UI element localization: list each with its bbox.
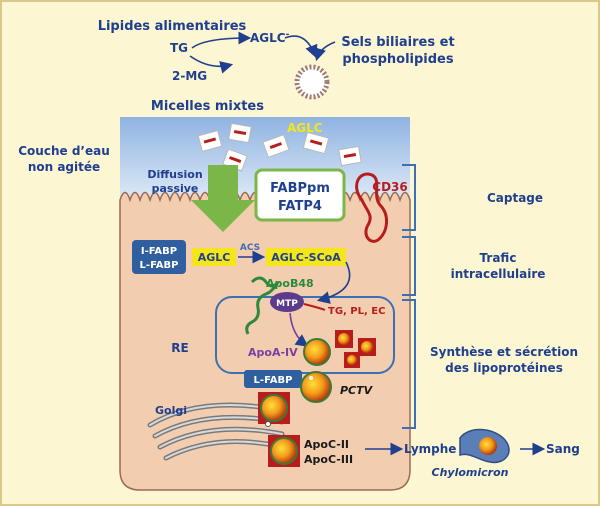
sang-label: Sang (546, 442, 580, 456)
aglc-label: AGLC (198, 251, 231, 264)
diffusion-line2: passive (152, 182, 199, 195)
fabppm-fatp4-box (254, 168, 346, 222)
re-region (215, 296, 395, 374)
aglc-water-label: AGLC (287, 121, 323, 135)
2mg-label: 2-MG (172, 69, 207, 83)
scoa-to-mtp-arrow (316, 261, 351, 304)
fatp4-label: FATP4 (278, 199, 322, 214)
couche-eau-line2: non agitée (28, 160, 100, 174)
aglc-box (192, 248, 236, 266)
golgi-lipoprotein (258, 392, 290, 427)
micelle-icon (294, 64, 330, 100)
apoc3-label: ApoC-III (304, 453, 353, 466)
couche-eau-line1: Couche d’eau (18, 144, 110, 158)
sels-biliaires-line1: Sels biliaires et (341, 35, 454, 50)
lfabp-lower-box (244, 370, 302, 388)
apob48-chain (245, 276, 280, 335)
trafic-line1: Trafic (480, 251, 517, 265)
apoa4-label: ApoA-IV (248, 346, 298, 359)
synthese-line1: Synthèse et sécrétion (430, 345, 578, 359)
fabppm-label: FABPpm (270, 181, 330, 196)
mtp-to-apoa-arrow (289, 312, 309, 347)
apoc2-label: ApoC-II (304, 438, 349, 451)
lymphe-label: Lymphe (404, 442, 456, 456)
lfabp-label: L-FABP (140, 260, 179, 271)
micelles-mixtes-label: Micelles mixtes (151, 99, 264, 114)
golgi-label: Golgi (155, 404, 187, 417)
aglc-scoa-box (266, 248, 346, 266)
mtp-line (303, 303, 326, 311)
tg-label: TG (170, 41, 188, 55)
ifabp-label: I-FABP (141, 246, 177, 257)
captage-label: Captage (487, 191, 543, 205)
lipid-squares (335, 330, 376, 368)
chylomicron-label: Chylomicron (432, 466, 509, 479)
secreted-chylomicron (268, 435, 300, 467)
mtp-label: MTP (276, 299, 298, 309)
re-label: RE (171, 341, 188, 355)
chylomicron-icon (459, 428, 510, 464)
pre-chylomicron-re (303, 338, 331, 366)
cd36-label: CD36 (372, 180, 407, 194)
aglc-minus-label: AGLC- (250, 30, 290, 45)
top-arrows (189, 31, 336, 74)
lipides-alimentaires-label: Lipides alimentaires (98, 19, 247, 34)
ifabp-lfabp-box (132, 240, 186, 274)
bracket-lines (402, 164, 416, 429)
sels-biliaires-line2: phospholipides (342, 52, 454, 67)
pctv-label: PCTV (340, 384, 374, 397)
diffusion-line1: Diffusion (147, 168, 202, 181)
mtp-oval (270, 292, 304, 312)
acs-label: ACS (240, 243, 260, 253)
apob48-label: ApoB48 (266, 277, 314, 290)
cd36-transporter (355, 172, 388, 243)
synthese-line2: des lipoprotéines (445, 361, 563, 375)
pctv-vesicle (300, 371, 332, 403)
lfabp-lower-label: L-FABP (254, 375, 293, 386)
trafic-line2: intracellulaire (451, 267, 546, 281)
tg-pl-ec-label: TG, PL, EC (328, 306, 385, 317)
diffusion-arrow (191, 165, 255, 232)
aglc-scoa-label: AGLC-SCoA (271, 251, 341, 264)
